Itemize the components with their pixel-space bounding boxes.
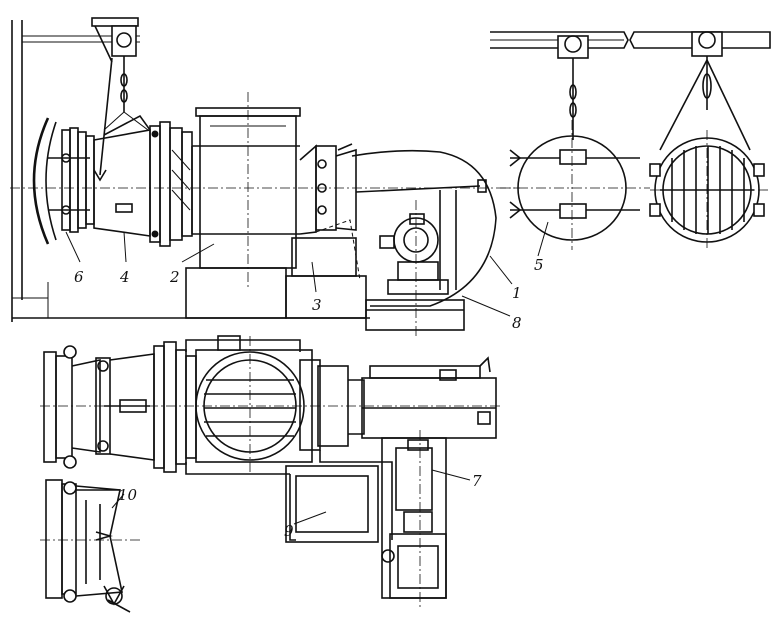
callout-labels: 6 4 2 3 1 8 5 7 9 10 xyxy=(74,256,544,540)
callout-6: 6 xyxy=(74,268,84,286)
callout-2: 2 xyxy=(169,268,180,286)
callout-4: 4 xyxy=(119,268,130,286)
callout-1: 1 xyxy=(512,284,522,302)
plan-view xyxy=(40,335,500,613)
callout-9: 9 xyxy=(284,522,294,540)
side-elevation-view xyxy=(10,17,520,336)
callout-8: 8 xyxy=(512,314,522,332)
callout-10: 10 xyxy=(118,486,138,504)
callout-3: 3 xyxy=(312,296,322,314)
section-views xyxy=(490,31,771,250)
callout-7: 7 xyxy=(472,472,482,490)
leader-lines xyxy=(65,221,549,525)
callout-5: 5 xyxy=(534,256,544,274)
